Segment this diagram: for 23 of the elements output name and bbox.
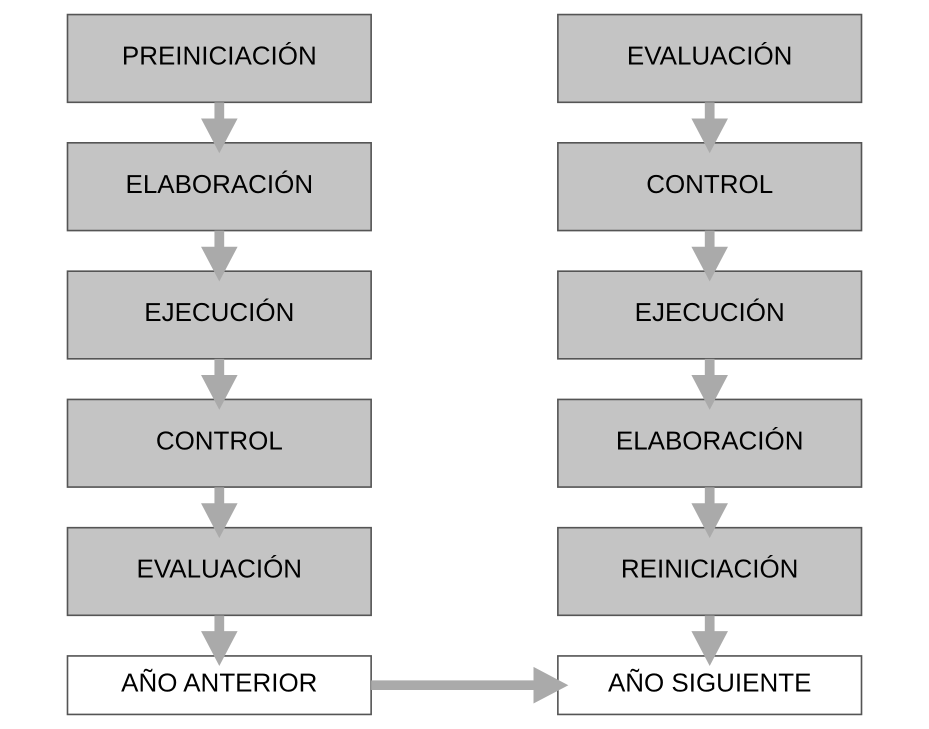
arrow <box>691 230 728 282</box>
node-box: REINICIACIÓN <box>557 526 862 616</box>
node-box: PREINICIACIÓN <box>66 14 372 104</box>
node-box: ELABORACIÓN <box>66 142 372 232</box>
arrow <box>201 616 238 666</box>
node-box: EJECUCIÓN <box>557 270 862 360</box>
arrow <box>691 102 728 154</box>
node-box: CONTROL <box>557 142 862 232</box>
node-box: CONTROL <box>66 398 372 488</box>
node-box: ELABORACIÓN <box>557 398 862 488</box>
arrow <box>691 487 728 538</box>
arrow <box>201 358 238 410</box>
node-box: EJECUCIÓN <box>66 270 372 360</box>
node-box: AÑO ANTERIOR <box>66 655 372 716</box>
arrow <box>201 487 238 538</box>
arrow <box>371 666 568 704</box>
node-box: EVALUACIÓN <box>557 14 862 104</box>
arrow <box>691 616 728 666</box>
arrow <box>201 102 238 154</box>
node-box: AÑO SIGUIENTE <box>557 655 862 716</box>
arrow <box>691 358 728 410</box>
node-box: EVALUACIÓN <box>66 526 372 616</box>
arrow <box>201 230 238 282</box>
